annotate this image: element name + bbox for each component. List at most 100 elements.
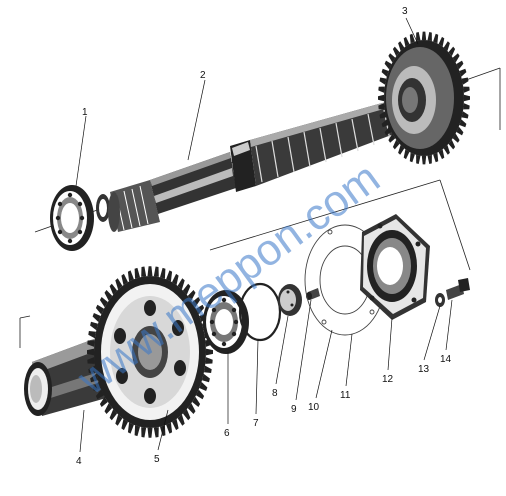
gear-tooth (433, 152, 439, 163)
gear-tooth (452, 133, 460, 143)
gear-tooth (461, 111, 469, 119)
callout-11: 11 (340, 390, 351, 401)
gear-tooth (109, 283, 118, 295)
gear-tooth (416, 32, 421, 42)
gear-tooth (381, 68, 389, 77)
gear-tooth (409, 152, 415, 163)
gear-tooth (172, 273, 179, 286)
gear-tooth (392, 139, 400, 150)
bolt-part-14 (446, 278, 470, 300)
callout-2: 2 (200, 70, 206, 81)
gear-tooth (463, 86, 470, 93)
gear-tooth (392, 46, 400, 57)
callout-10: 10 (308, 402, 320, 413)
gear-tooth (104, 290, 113, 301)
gear-tooth (160, 267, 166, 279)
gear-tooth (384, 60, 392, 70)
gear-tooth (196, 389, 205, 400)
gear-tooth (92, 381, 101, 391)
gear-tooth (459, 119, 467, 128)
gear-tooth (378, 94, 385, 102)
gear-tooth (192, 396, 201, 407)
gear-tooth (448, 46, 456, 57)
gear-tooth (463, 94, 470, 102)
bearing-housing-part-12 (360, 214, 430, 320)
spacer-ring-upper (96, 194, 110, 222)
gear-tooth (141, 427, 147, 438)
gear-tooth (147, 266, 153, 277)
gear-tooth (90, 373, 98, 383)
snap-ring-part-7 (238, 282, 282, 342)
large-gear-part-5 (87, 266, 213, 438)
gear-tooth (459, 68, 467, 77)
gear-tooth (388, 133, 396, 143)
gear-tooth (427, 154, 432, 164)
gear-tooth (421, 31, 427, 41)
gear-tooth (443, 145, 450, 155)
gear-tooth (87, 357, 95, 364)
gear-tooth (88, 365, 96, 373)
gear-tooth (438, 36, 445, 47)
gear-tooth (403, 36, 410, 47)
gear-tooth (153, 427, 159, 438)
gear-tooth (403, 149, 410, 160)
gear-tooth (416, 154, 421, 164)
gear-tooth (409, 33, 415, 44)
gear-tooth (378, 103, 385, 110)
gear-tooth (172, 418, 179, 431)
gear-tooth (177, 414, 185, 426)
gear-tooth (92, 313, 101, 323)
gear-tooth (379, 77, 387, 85)
gear-tooth (88, 331, 96, 339)
gear-tooth (438, 149, 445, 160)
gear-tooth (134, 425, 140, 437)
callout-6: 6 (224, 428, 230, 439)
callout-1: 1 (82, 107, 88, 118)
callouts: 1 2 3 4 5 6 7 8 9 10 11 12 13 14 (76, 6, 452, 467)
gear-tooth (205, 357, 213, 364)
cover-disc-part-8 (278, 284, 302, 316)
gear-tooth (147, 427, 153, 438)
gear-tooth (205, 348, 213, 356)
gear-tooth (398, 41, 405, 51)
bearing-part-1 (50, 185, 94, 251)
gear-tooth (199, 381, 208, 391)
gear-tooth (127, 270, 134, 282)
gear-tooth (196, 304, 205, 315)
gear-tooth (448, 139, 456, 150)
gear-tooth (398, 145, 405, 155)
gear-tooth (379, 111, 387, 119)
gear-tooth (187, 290, 196, 301)
callout-5: 5 (154, 454, 160, 465)
gear-tooth (87, 348, 95, 356)
callout-4: 4 (76, 456, 82, 467)
callout-12: 12 (382, 374, 394, 385)
callout-3: 3 (402, 6, 408, 17)
gear-tooth (202, 373, 210, 383)
lower-axis-frame (19, 179, 471, 348)
washer-part-13 (435, 293, 445, 307)
gear-tooth (109, 409, 118, 421)
callout-7: 7 (253, 418, 259, 429)
gear-tooth (95, 304, 104, 315)
gear-tooth (182, 283, 191, 295)
callout-9: 9 (291, 404, 297, 415)
gear-tooth (378, 86, 385, 93)
gear-tooth (443, 41, 450, 51)
gear-tooth (99, 297, 108, 308)
gear-tooth (87, 340, 95, 347)
gear-tooth (115, 414, 123, 426)
leader-lines (75, 17, 453, 453)
gear-tooth (192, 297, 201, 308)
splined-shaft-part-2 (108, 98, 410, 232)
callout-8: 8 (272, 388, 278, 399)
gear-tooth (384, 126, 392, 136)
gear-tooth (461, 77, 469, 85)
gear-tooth (115, 278, 123, 290)
bearing-part-6 (203, 290, 249, 354)
pin-part-9 (306, 288, 320, 300)
large-gear-part-3 (378, 31, 470, 165)
gear-tooth (421, 155, 427, 165)
gear-tooth (99, 396, 108, 407)
